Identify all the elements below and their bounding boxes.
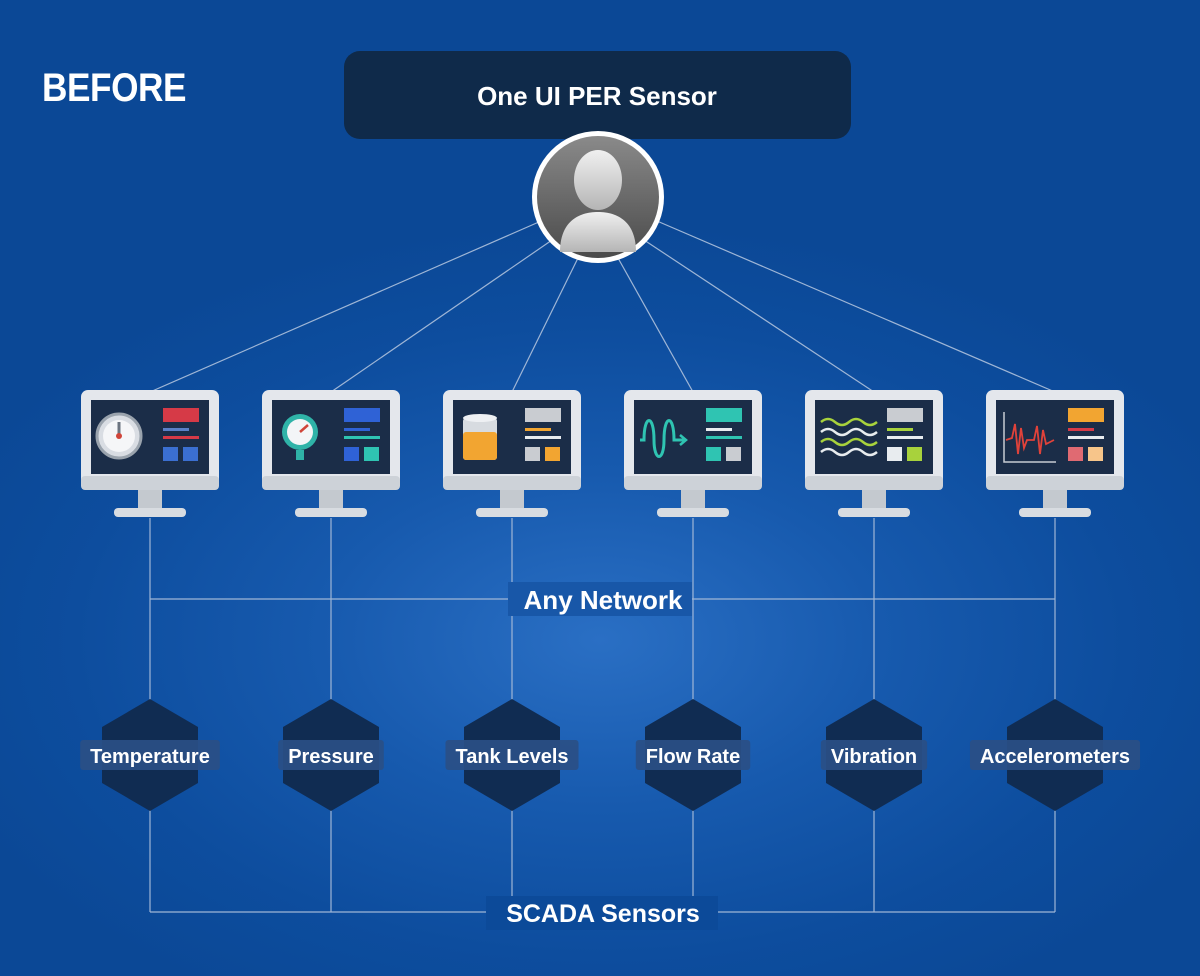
sensor-label: Vibration [831,746,917,768]
title-box: One UI PER Sensor [344,51,851,139]
sensor-label-bg [635,740,751,770]
sensor-row: Temperature Pressure Tank Levels Flow Rate V… [80,699,1141,811]
network-label-text: Any Network [524,585,683,615]
sensor-label-bg [445,740,579,770]
sensor-node: Accelerometers [969,699,1141,811]
sensor-label: Temperature [90,746,210,768]
workstation-monitor [262,390,400,517]
link-user-to-monitor [149,217,549,393]
bus-label-text: SCADA Sensors [506,900,700,928]
link-user-to-monitor [617,257,694,393]
link-user-to-monitor [511,257,579,393]
waveform-chart-icon [1003,412,1056,463]
sensor-node: Flow Rate [635,699,751,811]
title-text: One UI PER Sensor [477,81,717,111]
link-user-to-monitor [330,237,556,393]
sensor-node: Pressure [278,699,384,811]
sensor-label-bg [278,740,384,770]
workstation-monitor [624,390,762,517]
dashboard-panel [163,408,199,461]
link-user-to-monitor [640,237,875,393]
gauge-icon [95,412,143,460]
dashboard-panel [344,408,380,461]
user-avatar [532,131,664,263]
workstation-monitor [986,390,1124,517]
sensor-node: Tank Levels [445,699,579,811]
tank-icon [463,414,497,460]
link-user-to-monitor [649,217,1056,393]
sensor-node: Temperature [80,699,220,811]
sensor-label: Accelerometers [980,746,1130,768]
sensor-label: Pressure [288,746,374,768]
workstation-row [81,390,1124,517]
sensor-label-bg [820,740,928,770]
wave-icon [820,417,878,457]
dashboard-panel [887,408,923,461]
flow-coil-icon [640,419,688,458]
network-label: Any Network [508,582,692,616]
sensor-node: Vibration [820,699,928,811]
sensor-label-bg [969,740,1141,770]
dashboard-panel [525,408,561,461]
stage-label: BEFORE [42,66,187,110]
dashboard-panel [706,408,742,461]
sensor-label-bg [80,740,220,770]
dashboard-panel [1068,408,1104,461]
pressure-gauge-icon [282,414,318,460]
connector-lines [149,217,1056,913]
workstation-monitor [443,390,581,517]
workstation-monitor [81,390,219,517]
workstation-monitor [805,390,943,517]
sensor-label: Tank Levels [455,746,568,768]
bus-label: SCADA Sensors [486,896,718,930]
person-icon [560,150,636,252]
sensor-label: Flow Rate [646,746,740,768]
